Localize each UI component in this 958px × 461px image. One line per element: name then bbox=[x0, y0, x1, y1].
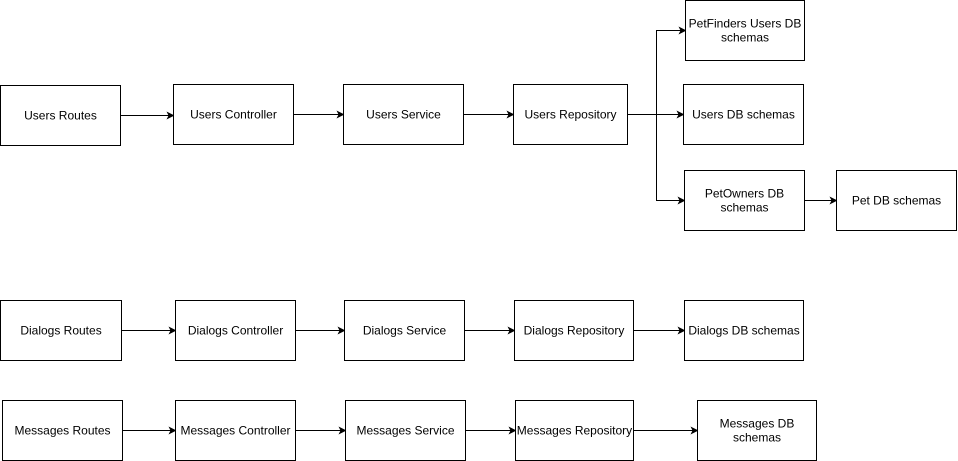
node-label-line: Dialogs Routes bbox=[20, 324, 101, 338]
node-box bbox=[683, 84, 804, 145]
node-box bbox=[697, 400, 817, 461]
node-dialogs-repository: Dialogs Repository bbox=[514, 300, 634, 361]
node-label-line: Users DB schemas bbox=[692, 108, 795, 122]
node-dialogs-controller: Dialogs Controller bbox=[175, 300, 296, 361]
node-messages-service: Messages Service bbox=[345, 400, 466, 461]
node-box bbox=[685, 0, 805, 61]
node-label-line: Messages DB bbox=[720, 417, 795, 431]
node-label-line: Users Repository bbox=[524, 108, 616, 122]
node-messages-routes: Messages Routes bbox=[2, 400, 123, 461]
node-label: Dialogs Routes bbox=[20, 324, 101, 338]
node-label: Dialogs Controller bbox=[188, 324, 283, 338]
node-label-line: schemas bbox=[720, 201, 768, 215]
node-users-controller: Users Controller bbox=[173, 84, 294, 145]
node-users-db: Users DB schemas bbox=[683, 84, 804, 145]
node-label: Dialogs DB schemas bbox=[688, 324, 799, 338]
node-label-line: Users Controller bbox=[190, 108, 277, 122]
node-label-line: Users Routes bbox=[24, 109, 97, 123]
node-messages-repository: Messages Repository bbox=[515, 400, 634, 461]
node-box bbox=[175, 400, 296, 461]
node-pet-db: Pet DB schemas bbox=[836, 170, 957, 231]
node-label: Users Controller bbox=[190, 108, 277, 122]
node-box bbox=[513, 84, 628, 145]
node-label-line: Dialogs Service bbox=[363, 324, 447, 338]
node-label-line: Messages Service bbox=[356, 424, 454, 438]
node-label: Users DB schemas bbox=[692, 108, 795, 122]
node-box bbox=[175, 300, 296, 361]
node-box bbox=[515, 400, 634, 461]
node-label: Users Repository bbox=[524, 108, 616, 122]
node-label-line: Dialogs Repository bbox=[524, 324, 625, 338]
node-label: Messages Controller bbox=[180, 424, 290, 438]
node-box bbox=[344, 300, 465, 361]
node-label: Messages Service bbox=[356, 424, 454, 438]
node-dialogs-routes: Dialogs Routes bbox=[0, 300, 122, 361]
node-box bbox=[0, 85, 121, 146]
node-label: Messages Repository bbox=[517, 424, 632, 438]
node-label-line: Messages Repository bbox=[517, 424, 632, 438]
node-messages-controller: Messages Controller bbox=[175, 400, 296, 461]
node-label-line: schemas bbox=[733, 431, 781, 445]
node-box bbox=[684, 300, 804, 361]
node-box bbox=[343, 84, 464, 145]
node-box bbox=[0, 300, 122, 361]
node-box bbox=[345, 400, 466, 461]
node-box bbox=[173, 84, 294, 145]
node-label-line: Messages Routes bbox=[14, 424, 110, 438]
node-users-service: Users Service bbox=[343, 84, 464, 145]
node-label: Dialogs Repository bbox=[524, 324, 625, 338]
node-label-line: PetOwners DB bbox=[705, 187, 784, 201]
node-dialogs-db: Dialogs DB schemas bbox=[684, 300, 804, 361]
arrow-users-repository-to-petfinders-users-db bbox=[627, 26, 687, 115]
node-label-line: Dialogs DB schemas bbox=[688, 324, 799, 338]
node-label-line: Users Service bbox=[366, 108, 441, 122]
node-label-line: Dialogs Controller bbox=[188, 324, 283, 338]
arrow-users-repository-to-petowners-db bbox=[627, 114, 686, 205]
node-label: Messages Routes bbox=[14, 424, 110, 438]
node-users-repository: Users Repository bbox=[513, 84, 628, 145]
node-dialogs-service: Dialogs Service bbox=[344, 300, 465, 361]
node-box bbox=[2, 400, 123, 461]
node-box bbox=[836, 170, 957, 231]
node-label-line: Messages Controller bbox=[180, 424, 290, 438]
node-label: Users Routes bbox=[24, 109, 97, 123]
node-label-line: Pet DB schemas bbox=[852, 194, 941, 208]
node-label: Pet DB schemas bbox=[852, 194, 941, 208]
node-box bbox=[514, 300, 634, 361]
edges-layer bbox=[120, 26, 838, 435]
node-label-line: PetFinders Users DB bbox=[689, 17, 802, 31]
node-users-routes: Users Routes bbox=[0, 85, 121, 146]
node-box bbox=[684, 170, 805, 231]
node-label: Users Service bbox=[366, 108, 441, 122]
node-label: Dialogs Service bbox=[363, 324, 447, 338]
node-label-line: schemas bbox=[721, 31, 769, 45]
